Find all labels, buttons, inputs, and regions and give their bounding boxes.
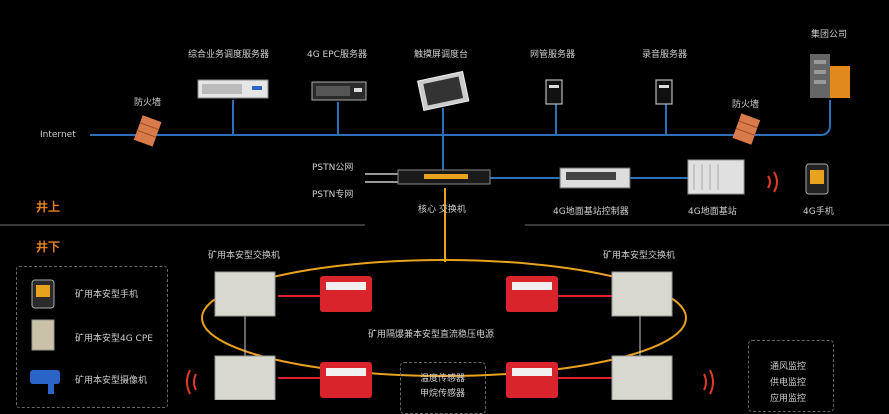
legend-label: 矿用本安型4G CPE <box>75 334 153 344</box>
section-above-label: 井上 <box>36 200 61 214</box>
power-supply-label: 矿用隔爆兼本安型直流稳压电源 <box>368 330 495 340</box>
pstn-public-label: PSTN公网 <box>312 163 354 173</box>
sensor-label: 温度传感器 <box>420 374 466 384</box>
legend-label: 矿用本安型摄像机 <box>75 376 148 386</box>
sensor-label: 甲烷传感器 <box>420 389 466 399</box>
core-switch-label: 核心 交换机 <box>418 205 466 215</box>
internet-label: Internet <box>40 130 76 140</box>
legend-label: 矿用本安型手机 <box>75 290 139 300</box>
firewall-left-label: 防火墙 <box>134 98 162 108</box>
ring-line <box>201 259 687 377</box>
phone-4g-label: 4G手机 <box>803 207 834 217</box>
server-label: 录音服务器 <box>642 50 688 60</box>
monitoring-label: 应用监控 <box>770 394 807 404</box>
monitoring-label: 通风监控 <box>770 362 807 372</box>
base-controller-label: 4G地面基站控制器 <box>553 207 629 217</box>
section-below-label: 井下 <box>36 240 61 254</box>
group-company-label: 集团公司 <box>811 30 848 40</box>
switch-right-label: 矿用本安型交换机 <box>603 251 676 261</box>
ground-station-label: 4G地面基站 <box>688 207 737 217</box>
firewall-right-label: 防火墙 <box>732 100 760 110</box>
internet-bus-line <box>90 100 831 136</box>
server-label: 综合业务调度服务器 <box>188 50 270 60</box>
pstn-private-label: PSTN专网 <box>312 190 354 200</box>
monitoring-label: 供电监控 <box>770 378 807 388</box>
server-label: 4G EPC服务器 <box>307 50 367 60</box>
topology-lines <box>0 100 889 379</box>
server-label: 网管服务器 <box>530 50 576 60</box>
server-label: 触摸屏调度台 <box>414 50 469 60</box>
switch-left-label: 矿用本安型交换机 <box>208 251 281 261</box>
